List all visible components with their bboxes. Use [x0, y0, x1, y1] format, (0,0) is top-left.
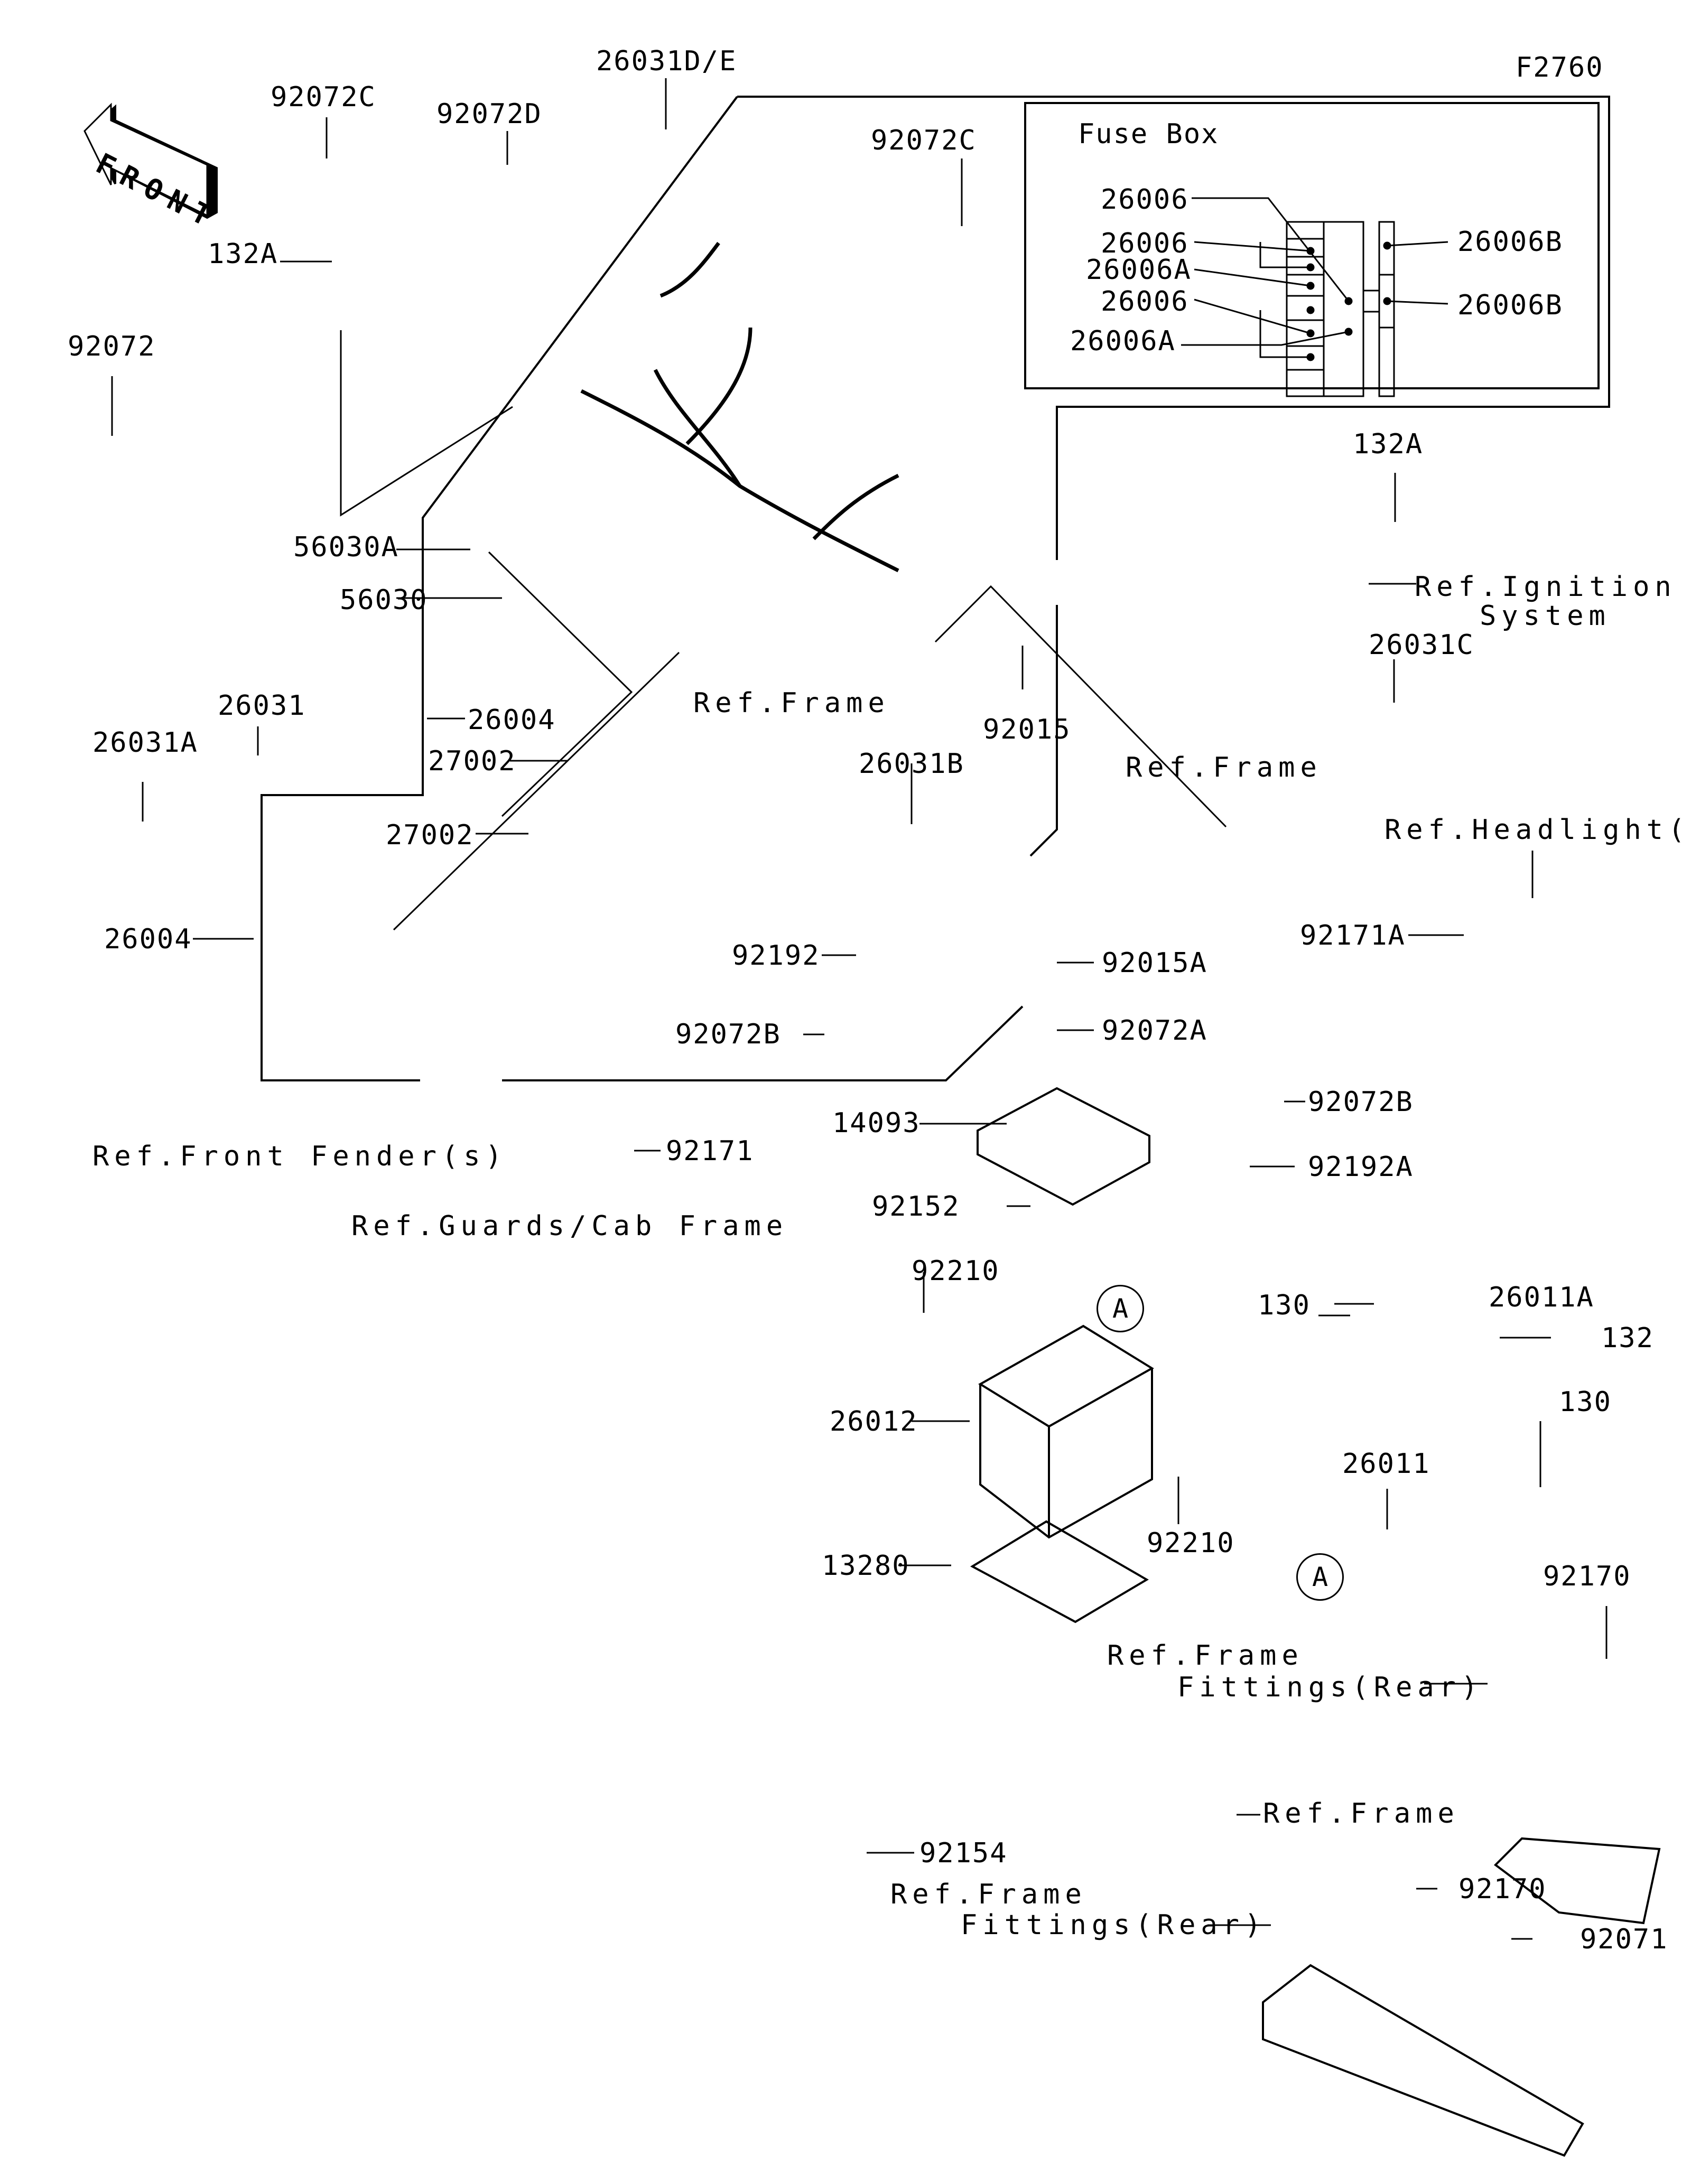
front-arrow-icon — [85, 105, 217, 218]
fuse-label-26006a-2: 26006A — [1070, 325, 1176, 357]
part-label-92015a: 92015A — [1102, 947, 1207, 979]
ref-frame-b: Ref.Frame — [693, 687, 890, 719]
part-label-56030: 56030 — [340, 584, 428, 616]
callout-marker-a-1: A — [1097, 1285, 1144, 1332]
ref-frame-a: Ref.Frame — [1126, 752, 1322, 783]
part-label-27002-a: 27002 — [428, 745, 516, 777]
part-label-92072a: 92072A — [1102, 1015, 1207, 1047]
part-label-26031b: 26031B — [859, 748, 964, 780]
part-label-132a-b: 132A — [1353, 428, 1424, 460]
fuse-label-26006-1: 26006 — [1101, 184, 1189, 216]
part-label-92192: 92192 — [732, 940, 820, 972]
part-label-56030a: 56030A — [293, 531, 399, 563]
harness-group-outline-left — [262, 97, 737, 1080]
battery-tray-icon — [972, 1522, 1147, 1622]
fuse-box-frame — [1025, 103, 1599, 388]
part-label-92192a: 92192A — [1308, 1151, 1414, 1183]
part-label-92015: 92015 — [983, 714, 1071, 745]
callout-marker-a-2: A — [1296, 1553, 1344, 1601]
fuse-label-26006-2: 26006 — [1101, 228, 1189, 259]
part-label-26012: 26012 — [830, 1406, 918, 1438]
battery-icon — [980, 1326, 1152, 1537]
leader-26004 — [394, 652, 679, 930]
leader-frame-ref — [935, 586, 1226, 827]
ref-ignition-line1: Ref.Ignition — [1415, 571, 1677, 603]
part-label-92072d: 92072D — [436, 98, 542, 130]
fuse-box-title: Fuse Box — [1078, 118, 1219, 150]
figure-id: F2760 — [1516, 52, 1604, 83]
ref-frame-c: Ref.Frame — [1263, 1798, 1460, 1830]
wiring-harness-icon — [581, 243, 898, 571]
part-label-92152: 92152 — [872, 1191, 960, 1222]
part-label-26004-a: 26004 — [468, 704, 556, 736]
part-label-92072c-a: 92072C — [271, 81, 376, 113]
fuse-label-26006b-1: 26006B — [1457, 226, 1563, 258]
part-label-26031de: 26031D/E — [596, 45, 737, 77]
part-label-92171: 92171 — [666, 1135, 754, 1167]
part-label-26031a: 26031A — [92, 727, 198, 759]
part-label-26011a: 26011A — [1489, 1282, 1594, 1313]
part-label-130-a: 130 — [1258, 1290, 1311, 1321]
leader-132a — [341, 330, 513, 515]
part-label-92210-b: 92210 — [1147, 1527, 1235, 1559]
ref-front-fenders: Ref.Front Fender(s) — [92, 1141, 507, 1172]
part-label-26031c: 26031C — [1369, 629, 1474, 661]
fuse-label-26006-3: 26006 — [1101, 286, 1189, 318]
part-label-92072c-b: 92072C — [871, 125, 977, 156]
part-label-92170-a: 92170 — [1543, 1561, 1631, 1592]
leader-harness-inner — [489, 552, 631, 816]
part-label-132a-a: 132A — [208, 238, 278, 270]
harness-group-outline-bottom — [502, 1006, 1023, 1080]
part-label-92071: 92071 — [1580, 1924, 1668, 1955]
part-label-130-b: 130 — [1559, 1386, 1612, 1418]
part-leaders — [112, 78, 1606, 1939]
part-label-92210-a: 92210 — [912, 1255, 1000, 1287]
fuse-box-leaders — [1181, 198, 1448, 357]
harness-group-outline-right — [1030, 605, 1057, 856]
ref-guards-cab-frame: Ref.Guards/Cab Frame — [351, 1210, 788, 1242]
fuse-label-26006a-1: 26006A — [1086, 254, 1192, 286]
ref-frame-fittings-b-line2: Fittings(Rear) — [961, 1909, 1267, 1941]
part-label-92072: 92072 — [68, 331, 156, 362]
part-label-92170-b: 92170 — [1458, 1873, 1547, 1905]
fuse-label-26006b-2: 26006B — [1457, 290, 1563, 321]
part-label-26011: 26011 — [1342, 1448, 1430, 1480]
part-label-26004-b: 26004 — [104, 923, 192, 955]
part-label-26031: 26031 — [218, 690, 306, 722]
part-label-92171a: 92171A — [1300, 920, 1406, 951]
ref-frame-fittings-a-line1: Ref.Frame — [1107, 1640, 1304, 1672]
battery-case-icon — [978, 1088, 1149, 1205]
part-label-92072b-a: 92072B — [675, 1019, 781, 1050]
part-label-92072b-b: 92072B — [1308, 1086, 1414, 1118]
ref-frame-fittings-a-line2: Fittings(Rear) — [1177, 1672, 1483, 1703]
part-label-27002-b: 27002 — [386, 819, 474, 851]
frame-panel-icon — [1263, 1838, 1659, 2155]
ref-ignition-line2: System — [1480, 600, 1611, 632]
part-label-132: 132 — [1601, 1322, 1654, 1354]
harness-group-outline — [737, 97, 1609, 560]
part-label-14093: 14093 — [832, 1107, 921, 1139]
ref-frame-fittings-b-line1: Ref.Frame — [890, 1879, 1087, 1910]
fuse-block-icon — [1287, 222, 1394, 396]
part-label-13280: 13280 — [822, 1550, 910, 1582]
part-label-92154: 92154 — [919, 1837, 1008, 1869]
ref-headlights: Ref.Headlight(s) — [1385, 814, 1691, 846]
